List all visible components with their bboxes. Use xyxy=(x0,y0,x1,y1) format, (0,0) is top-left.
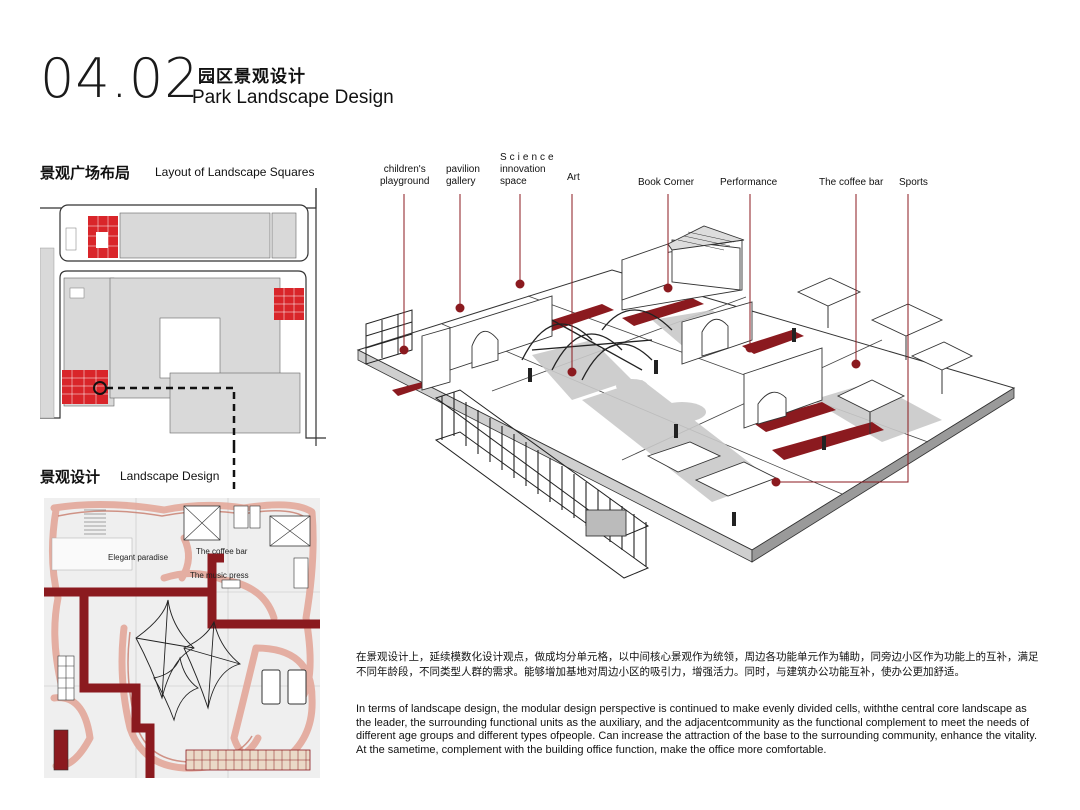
callout-art: Art xyxy=(567,172,580,183)
description-cn: 在景观设计上，延续模数化设计观点，做成均分单元格，以中间核心景观作为统领，周边各… xyxy=(356,651,1039,678)
page-title-en: Park Landscape Design xyxy=(192,87,394,108)
page-title-cn: 园区景观设计 xyxy=(198,67,306,87)
callout-childrens-playground: children's playground xyxy=(380,164,429,188)
layout-title-cn: 景观广场布局 xyxy=(40,164,131,182)
callout-text: playground xyxy=(380,176,430,187)
callout-pavilion-gallery: pavilion gallery xyxy=(446,164,480,188)
callout-science-innovation-space: Science innovation space xyxy=(500,152,557,188)
description-en: In terms of landscape design, the modula… xyxy=(356,703,1038,756)
callout-book-corner: Book Corner xyxy=(638,177,695,188)
callout-performance: Performance xyxy=(720,177,778,188)
callout-text: children's xyxy=(383,164,426,175)
red-square-right xyxy=(274,288,304,320)
callout-text: space xyxy=(500,176,527,187)
callout-text: gallery xyxy=(446,176,476,187)
callout-text: pavilion xyxy=(446,164,480,175)
callout-sports: Sports xyxy=(899,177,928,188)
label-elegant-paradise: Elegant paradise xyxy=(108,553,169,562)
site-layout-plan xyxy=(40,188,326,446)
callout-text: innovation xyxy=(500,164,546,175)
landscape-design-plan: Elegant paradise The coffee bar The musi… xyxy=(44,498,320,778)
label-music-press: The music press xyxy=(190,571,249,580)
label-coffee-bar: The coffee bar xyxy=(196,547,248,556)
layout-title-en: Layout of Landscape Squares xyxy=(155,165,315,179)
callout-text: Science xyxy=(500,152,557,163)
red-square-selected xyxy=(62,370,108,404)
axonometric-landscape-drawing xyxy=(356,194,1016,579)
callout-coffee-bar: The coffee bar xyxy=(819,177,884,188)
design-title-en: Landscape Design xyxy=(120,469,220,483)
design-title-cn: 景观设计 xyxy=(40,468,101,486)
section-number: 04.02 xyxy=(40,47,200,110)
red-square-top xyxy=(88,216,118,258)
connector-line xyxy=(232,446,236,494)
